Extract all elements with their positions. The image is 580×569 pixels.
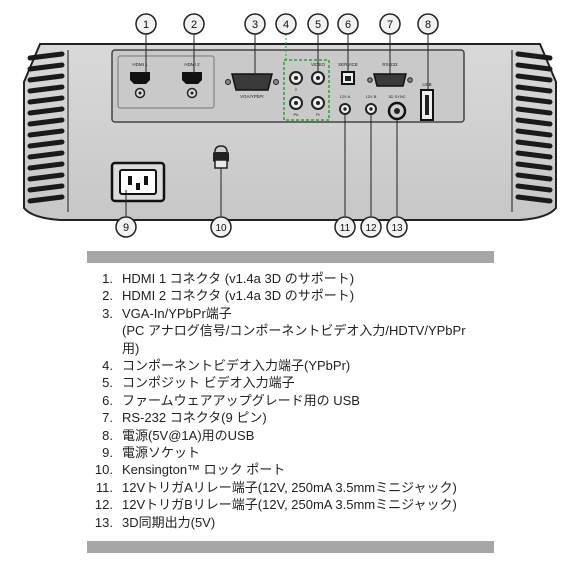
right-vent-grille (515, 51, 553, 204)
y-panel-label: Y (295, 87, 298, 92)
connector-list: 1.HDMI 1 コネクタ (v1.4a 3D のサポート) 2.HDMI 2 … (88, 270, 558, 531)
top-divider-bar (87, 251, 494, 263)
callout-4: 4 (275, 13, 297, 35)
hdmi1-port (130, 72, 150, 84)
callout-11: 11 (334, 216, 356, 238)
svg-text:7: 7 (387, 19, 393, 31)
list-item: 7.RS-232 コネクタ(9 ピン) (102, 410, 267, 426)
usb-power-panel-label: USB (422, 82, 431, 87)
callout-6: 6 (337, 13, 359, 35)
list-item: 11.12VトリガAリレー端子(12V, 250mA 3.5mmミニジャック) (95, 479, 457, 495)
sync-3d-panel-label: 3D SYNC (388, 94, 405, 99)
callout-7: 7 (379, 13, 401, 35)
svg-text:8: 8 (425, 19, 431, 31)
svg-text:9: 9 (123, 222, 129, 234)
bottom-divider-bar (87, 541, 494, 553)
svg-text:2: 2 (191, 19, 197, 31)
callout-5: 5 (307, 13, 329, 35)
list-item: 6.ファームウェアアップグレード用の USB (102, 392, 360, 408)
callout-13: 13 (386, 216, 408, 238)
trigger-b-panel-label: 12V B (366, 94, 377, 99)
callout-12: 12 (360, 216, 382, 238)
list-item: 3.VGA-In/YPbPr端子 (PC アナログ信号/コンポーネントビデオ入力… (102, 305, 466, 356)
svg-text:4: 4 (283, 19, 289, 31)
callout-8: 8 (417, 13, 439, 35)
rs232-port (373, 73, 407, 87)
hdmi2-panel-label: HDMI 2 (184, 62, 200, 67)
pr-panel-label: Pr (316, 112, 321, 117)
svg-text:12: 12 (365, 223, 377, 234)
callout-10: 10 (210, 216, 232, 238)
trigger-a-panel-label: 12V A (340, 94, 351, 99)
list-item: 10.Kensington™ ロック ポート (94, 462, 286, 478)
pb-panel-label: Pb (294, 112, 300, 117)
left-vent-grille (27, 51, 65, 204)
vga-port (231, 73, 273, 91)
list-item: 8.電源(5V@1A)用のUSB (102, 427, 255, 443)
callout-3: 3 (244, 13, 266, 35)
hdmi2-port (182, 72, 202, 84)
list-item: 9.電源ソケット (102, 445, 201, 461)
projector-rear-panel-figure: HDMI 1 HDMI 2 VGA/YPbPr VIDEO Pb Pr Y SE… (23, 13, 557, 238)
list-item: 5.コンポジット ビデオ入力端子 (102, 375, 295, 391)
list-item: 4.コンポーネントビデオ入力端子(YPbPr) (102, 358, 351, 374)
list-item: 13.3D同期出力(5V) (94, 514, 216, 530)
vga-panel-label: VGA/YPbPr (240, 94, 264, 99)
callout-2: 2 (183, 13, 205, 35)
list-item: 12.12VトリガBリレー端子(12V, 250mA 3.5mmミニジャック) (94, 497, 457, 513)
svg-text:10: 10 (215, 223, 227, 234)
hdmi1-panel-label: HDMI 1 (132, 62, 148, 67)
callout-9: 9 (115, 216, 137, 238)
component-highlight-box (283, 59, 330, 121)
io-panel (111, 49, 465, 123)
svg-text:5: 5 (315, 19, 321, 31)
svg-text:3: 3 (252, 19, 258, 31)
svg-text:11: 11 (340, 223, 351, 234)
list-item: 1.HDMI 1 コネクタ (v1.4a 3D のサポート) (102, 271, 355, 286)
svg-text:13: 13 (391, 223, 403, 234)
list-item: 2.HDMI 2 コネクタ (v1.4a 3D のサポート) (102, 288, 355, 304)
svg-text:1: 1 (143, 19, 149, 31)
svg-text:6: 6 (345, 19, 351, 31)
callout-1: 1 (135, 13, 157, 35)
